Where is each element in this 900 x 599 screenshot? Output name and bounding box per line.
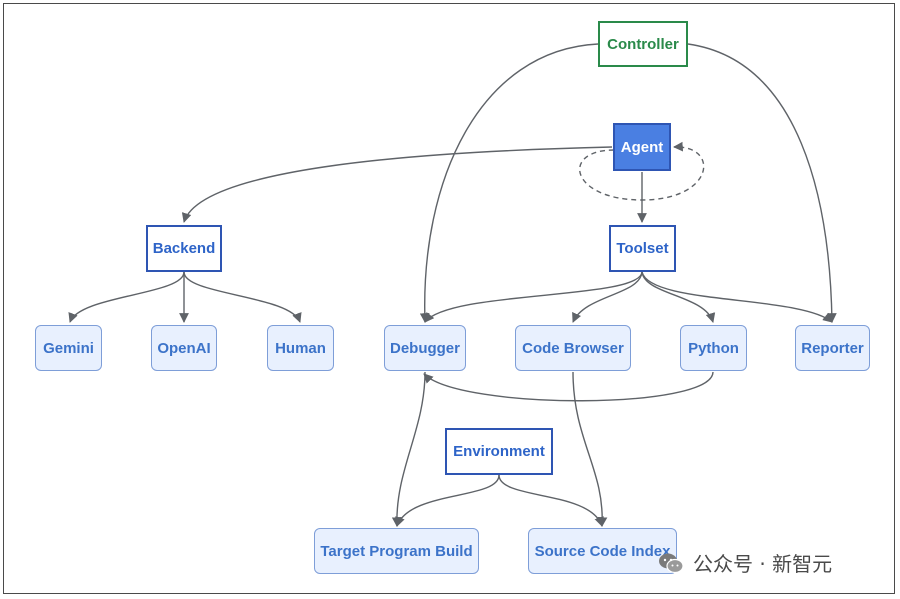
edge-toolset-codebrowser — [572, 271, 643, 323]
edge-backend-gemini — [68, 271, 185, 323]
edge-debugger-target — [391, 371, 426, 527]
toolset-node: Toolset — [609, 225, 676, 272]
edge-agent-backend — [181, 146, 613, 223]
controller-node: Controller — [598, 21, 688, 67]
backend-node: Backend — [146, 225, 222, 272]
edge-environment-target — [395, 474, 500, 527]
diagram-frame — [3, 3, 895, 594]
edge-backend-human — [183, 271, 302, 323]
watermark: 公众号 · 新智元 — [657, 548, 832, 577]
edge-toolset-python — [641, 271, 716, 323]
edge-toolset-debugger — [424, 271, 643, 323]
agent-node: Agent — [613, 123, 671, 171]
debugger-node: Debugger — [384, 325, 466, 371]
human-node: Human — [267, 325, 334, 371]
edge-toolset-reporter — [641, 271, 833, 323]
watermark-text: 公众号 · 新智元 — [693, 552, 833, 576]
edge-python-debugger — [423, 371, 714, 402]
edge-codebrowser-source — [572, 371, 608, 527]
code-browser-node: Code Browser — [515, 325, 631, 371]
edge-controller-debugger — [419, 43, 599, 323]
python-node: Python — [680, 325, 747, 371]
openai-node: OpenAI — [151, 325, 217, 371]
target-program-build-node: Target Program Build — [314, 528, 479, 574]
wechat-icon — [657, 549, 685, 577]
edge-environment-source — [498, 474, 604, 527]
gemini-node: Gemini — [35, 325, 102, 371]
reporter-node: Reporter — [795, 325, 870, 371]
environment-node: Environment — [445, 428, 553, 475]
edge-controller-reporter — [687, 43, 837, 323]
source-code-index-node: Source Code Index — [528, 528, 677, 574]
edge-agent-self-loop — [578, 141, 705, 201]
